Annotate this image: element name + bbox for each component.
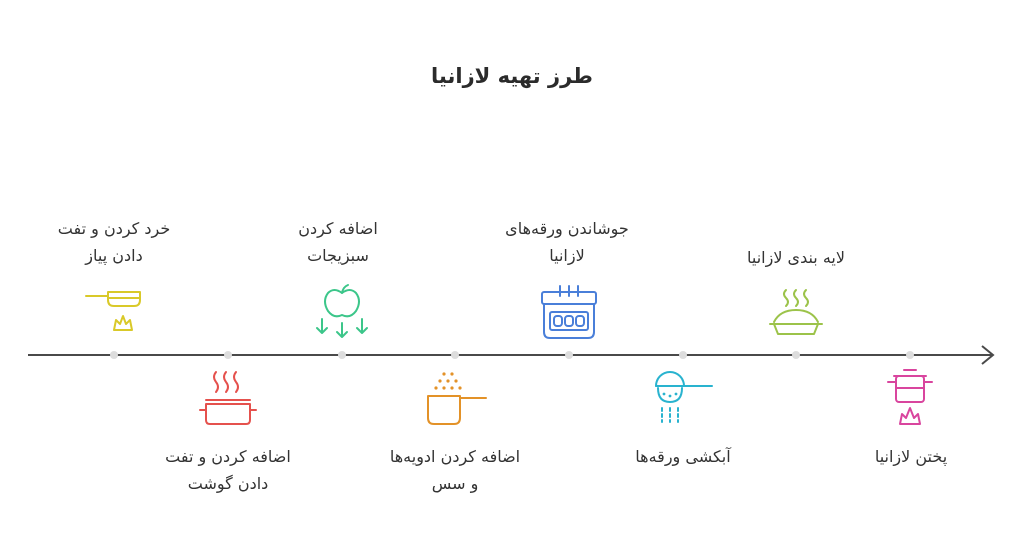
- timeline-marker: [906, 351, 914, 359]
- timeline-marker: [338, 351, 346, 359]
- timeline-marker: [565, 351, 573, 359]
- colander-draining-icon: [655, 371, 713, 423]
- step-2-label: اضافه کردن و تفت دادن گوشت: [165, 447, 291, 493]
- cooking-pot-on-fire-icon: [887, 369, 933, 425]
- diagram-title: طرز تهیه لازانیا: [431, 64, 593, 88]
- saucepan-with-spices-icon: [427, 372, 487, 425]
- steaming-pot-icon: [199, 371, 257, 425]
- timeline-marker: [451, 351, 459, 359]
- step-8-label: پختن لازانیا: [874, 447, 948, 466]
- timeline-markers: [110, 351, 914, 359]
- timeline-arrowhead: [981, 345, 995, 365]
- timeline-marker: [679, 351, 687, 359]
- step-6-label: آبکشی ورقه‌ها: [635, 447, 731, 466]
- timeline-marker: [224, 351, 232, 359]
- step-5-label: جوشاندن ورقه‌های لازانیا: [505, 219, 629, 265]
- step-3-label: اضافه کردن سبزیجات: [298, 219, 378, 265]
- step-7-label: لایه بندی لازانیا: [747, 248, 845, 267]
- step-4-label: اضافه کردن ادویه‌ها و سس: [389, 447, 521, 493]
- boiling-pasta-sheets-icon: [541, 285, 597, 339]
- layered-dish-icon: [769, 289, 823, 335]
- vegetables-falling-icon: [316, 284, 368, 338]
- timeline-marker: [110, 351, 118, 359]
- step-1-label: خرد کردن و تفت دادن پیاز: [57, 219, 171, 265]
- frying-pan-on-flame-icon: [85, 291, 141, 331]
- timeline-marker: [792, 351, 800, 359]
